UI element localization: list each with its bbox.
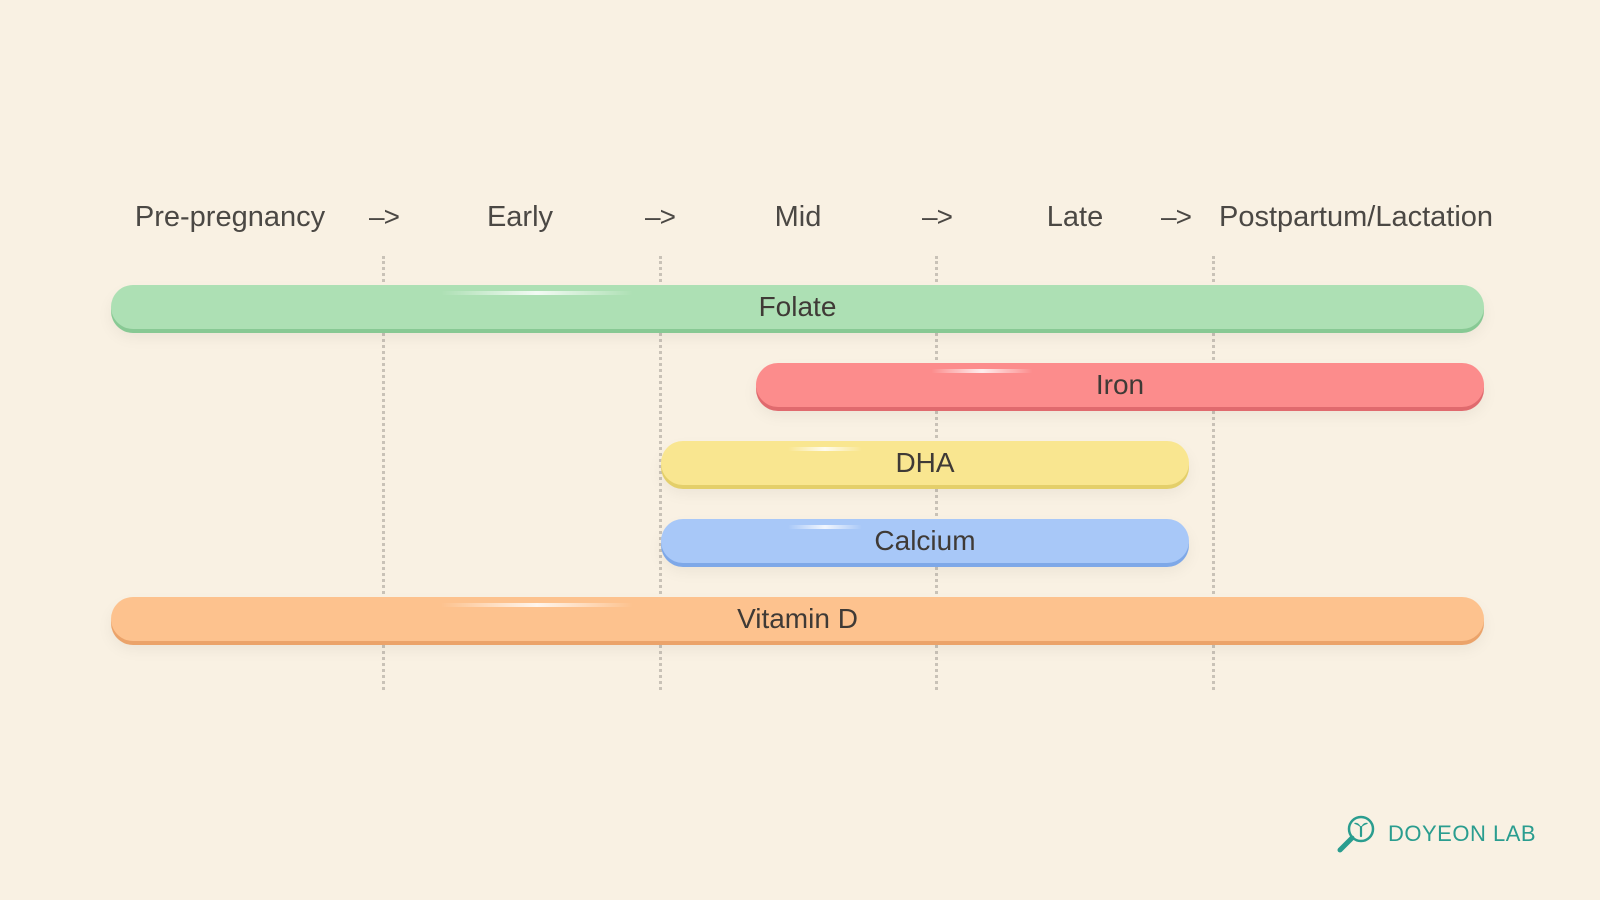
phase-postpartum-lactation: Postpartum/Lactation xyxy=(1218,201,1494,233)
bar-label-folate: Folate xyxy=(758,291,837,322)
bar-label-calcium: Calcium xyxy=(874,525,976,556)
bar-label-vitamin-d: Vitamin D xyxy=(737,603,858,634)
bar-calcium: Calcium xyxy=(661,519,1189,563)
arrow-2: –> xyxy=(645,201,676,232)
arrow-4: –> xyxy=(1161,201,1192,232)
arrow-3: –> xyxy=(922,201,953,232)
bar-vitamin-d: Vitamin D xyxy=(111,597,1484,641)
phase-header: Pre-pregnancy –> Early –> Mid –> Late –>… xyxy=(0,192,1600,242)
phase-divider-4 xyxy=(1212,256,1215,690)
phase-divider-2 xyxy=(659,256,662,690)
bar-iron: Iron xyxy=(756,363,1484,407)
phase-early: Early xyxy=(486,201,554,233)
bar-folate: Folate xyxy=(111,285,1484,329)
phase-mid: Mid xyxy=(774,201,822,233)
bar-dha: DHA xyxy=(661,441,1189,485)
magnifier-sprout-icon xyxy=(1337,815,1375,853)
arrow-1: –> xyxy=(369,201,400,232)
phase-late: Late xyxy=(1046,201,1104,233)
phase-divider-1 xyxy=(382,256,385,690)
bar-label-iron: Iron xyxy=(1095,369,1145,400)
brand-logo: DOYEON LAB xyxy=(1334,812,1536,856)
phase-pre-pregnancy: Pre-pregnancy xyxy=(134,201,326,233)
bar-label-dha: DHA xyxy=(895,447,955,478)
brand-name: DOYEON LAB xyxy=(1388,821,1537,846)
